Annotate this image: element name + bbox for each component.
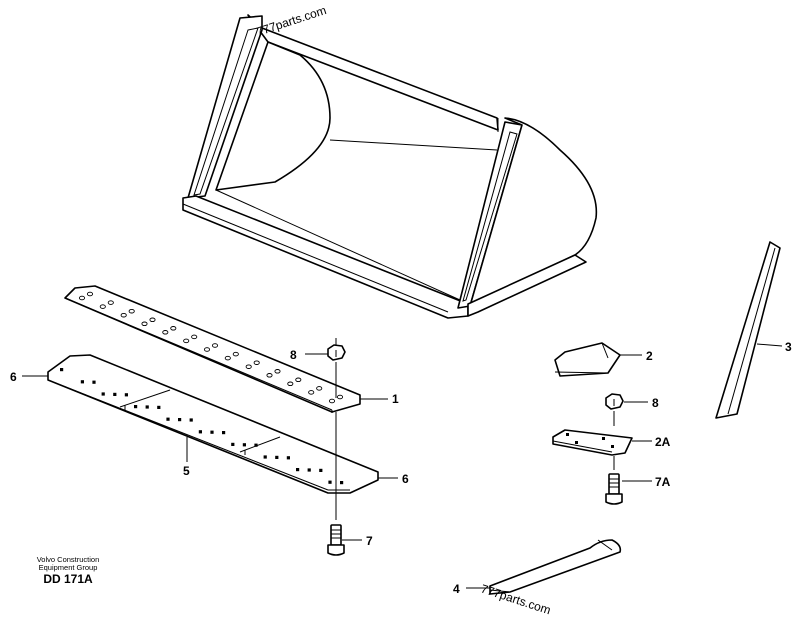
caption-company: Volvo Construction — [36, 555, 100, 564]
callout-6-right: 6 — [402, 472, 409, 486]
bolt-hole — [162, 330, 169, 335]
caption-code: DD 171A — [43, 572, 93, 586]
bolt-hole — [99, 304, 106, 309]
bolt-hole — [232, 351, 239, 357]
square-hole — [231, 442, 235, 446]
square-hole — [275, 455, 279, 459]
bolt-hole — [183, 338, 190, 344]
bolt-hole — [336, 394, 344, 400]
bolt-7 — [327, 412, 345, 556]
bolt-hole — [316, 386, 323, 391]
caption-group: Equipment Group — [38, 563, 98, 572]
bolt-hole — [191, 334, 198, 340]
bolt-hole — [328, 398, 336, 404]
callout-7: 7 — [366, 534, 373, 548]
square-hole — [145, 405, 149, 409]
strip-4 — [489, 539, 622, 595]
wear-strip-5 — [47, 354, 379, 494]
square-hole — [178, 418, 182, 422]
bolt-hole — [308, 390, 315, 395]
bolt-hole — [86, 291, 94, 297]
square-hole — [263, 455, 267, 459]
square-hole — [286, 456, 290, 460]
bolt-hole — [224, 355, 231, 361]
square-hole — [134, 405, 138, 409]
square-hole — [210, 430, 214, 434]
watermark-top: 777parts.com — [255, 3, 328, 39]
bolt-hole — [78, 295, 86, 301]
nut-8-left — [327, 338, 346, 398]
callout-labels: 1 2 2A 3 4 5 6 6 7 7A 8 8 — [10, 340, 792, 596]
square-hole — [319, 468, 323, 472]
plate-2a — [552, 429, 633, 470]
callout-4: 4 — [453, 582, 460, 596]
square-hole — [296, 468, 300, 472]
wear-strip-1 — [64, 285, 361, 413]
nut-8-right — [605, 393, 624, 426]
square-hole — [307, 468, 311, 472]
bolt-hole — [274, 369, 281, 374]
bolt-hole — [245, 364, 252, 369]
square-hole — [124, 393, 128, 397]
bolt-hole — [128, 308, 135, 314]
bolt-hole — [170, 326, 177, 331]
callout-6-left: 6 — [10, 370, 17, 384]
callout-8-left: 8 — [290, 348, 297, 362]
square-hole — [222, 431, 226, 435]
square-hole — [157, 405, 161, 409]
callout-2: 2 — [646, 349, 653, 363]
square-hole — [242, 443, 246, 447]
callout-5: 5 — [183, 464, 190, 478]
square-hole — [113, 392, 117, 396]
bolt-7a — [605, 473, 623, 505]
square-hole — [92, 380, 96, 384]
bolt-hole — [287, 381, 294, 387]
square-hole — [254, 443, 258, 447]
square-hole — [340, 481, 344, 485]
caption-block: Volvo Construction Equipment Group DD 17… — [22, 556, 114, 587]
leader-lines — [22, 343, 783, 589]
square-hole — [189, 418, 193, 422]
square-hole — [328, 480, 332, 484]
callout-2a: 2A — [655, 435, 671, 449]
bolt-hole — [141, 321, 148, 327]
bolt-hole — [203, 347, 211, 352]
bolt-hole — [211, 343, 219, 348]
callout-3: 3 — [785, 340, 792, 354]
callout-7a: 7A — [655, 475, 671, 489]
bucket — [182, 14, 598, 319]
bolt-hole — [253, 360, 260, 365]
side-blade-3 — [715, 241, 781, 419]
bolt-hole — [107, 300, 114, 305]
square-hole — [198, 430, 202, 434]
square-hole — [80, 380, 84, 384]
bolt-hole — [120, 312, 127, 318]
bolt-hole — [295, 377, 302, 383]
tooth-2 — [554, 342, 621, 377]
square-hole — [166, 417, 170, 421]
square-hole — [60, 368, 64, 372]
callout-8-right: 8 — [652, 396, 659, 410]
bolt-hole — [266, 373, 273, 378]
bolt-hole — [149, 317, 156, 323]
square-hole — [101, 392, 105, 396]
callout-1: 1 — [392, 392, 399, 406]
